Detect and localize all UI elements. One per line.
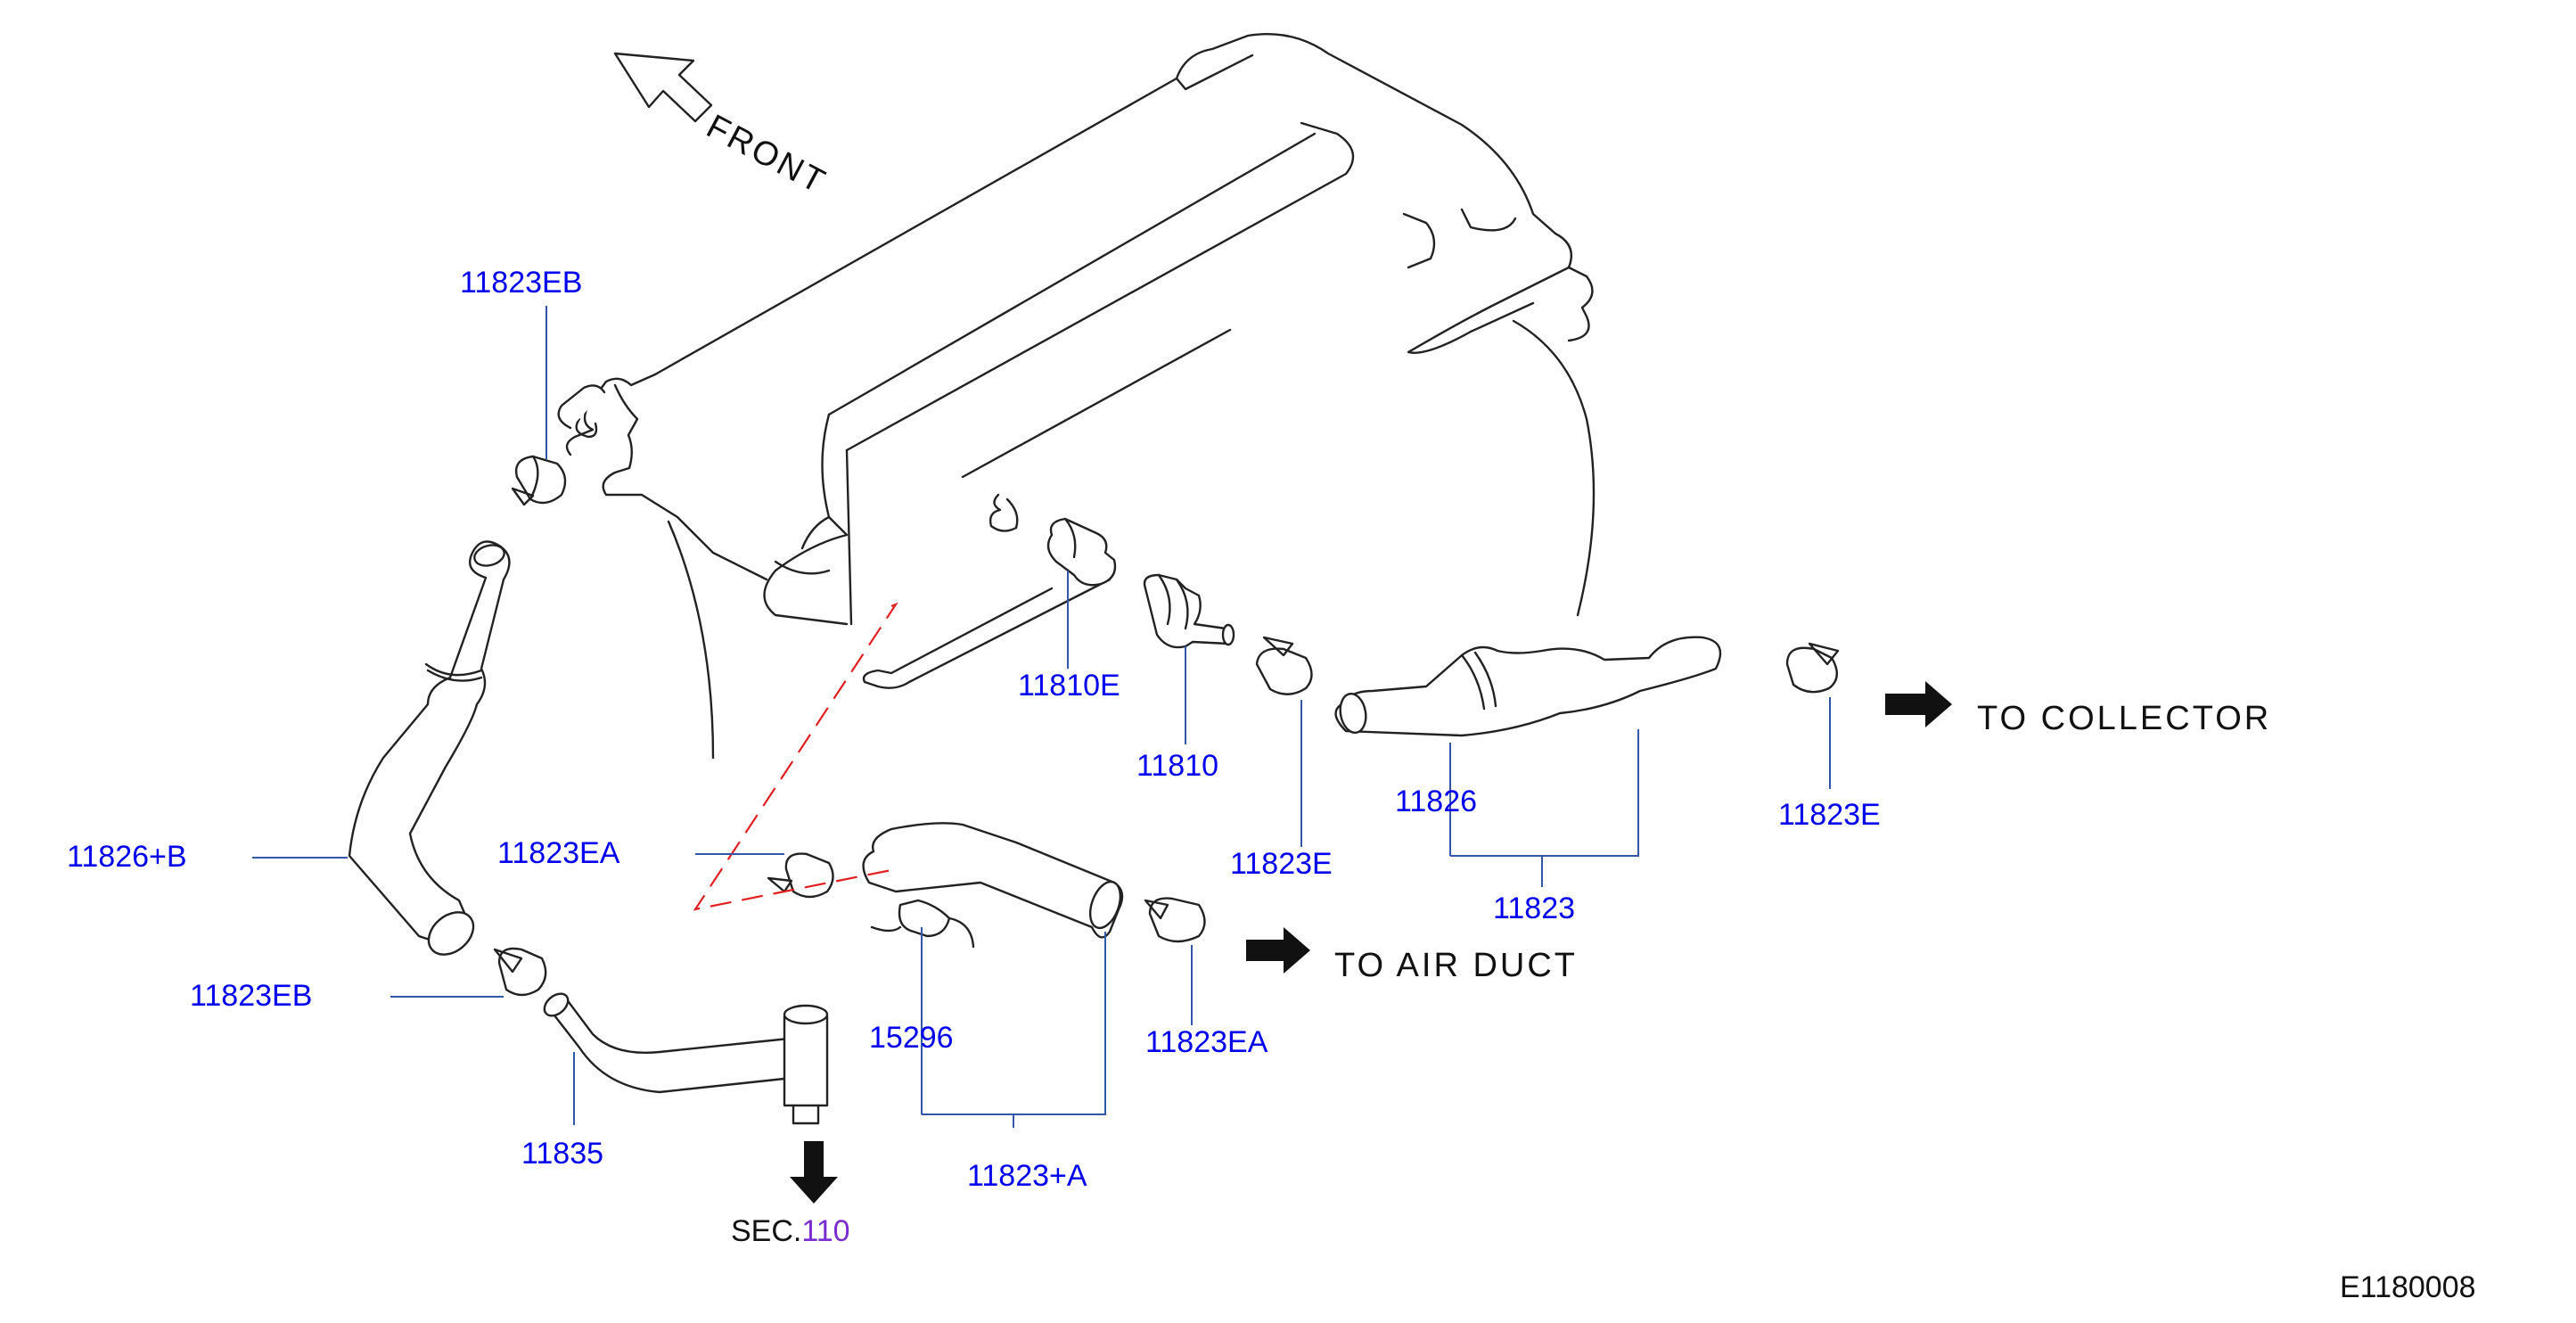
label-11835[interactable]: 11835 — [521, 1137, 603, 1171]
clamp-11823EA-left[interactable] — [767, 852, 834, 899]
hose-11826[interactable] — [1334, 636, 1722, 737]
to-collector-label: TO COLLECTOR — [1977, 700, 2271, 737]
label-11823EA-left[interactable]: 11823EA — [497, 836, 620, 870]
label-11810[interactable]: 11810 — [1136, 749, 1218, 783]
clamp-11823EB-top[interactable] — [511, 455, 567, 506]
hose-11823A[interactable] — [862, 822, 1127, 939]
clamp-11823EA-right[interactable] — [1144, 897, 1206, 943]
section-arrow-icon — [790, 1141, 838, 1204]
section-prefix: SEC. — [731, 1214, 801, 1248]
clamp-11823E-mid[interactable] — [1255, 636, 1313, 695]
label-11823EB-bottom[interactable]: 11823EB — [190, 979, 312, 1013]
clamp-11823E-right[interactable] — [1785, 642, 1840, 694]
air-duct-arrow-icon — [1246, 927, 1310, 974]
hidden-connection-line — [693, 602, 898, 911]
leader-lines — [252, 306, 1831, 1128]
pcv-valve-11810[interactable] — [1143, 573, 1235, 649]
figure-code: E1180008 — [2340, 1270, 2476, 1304]
front-label: FRONT — [701, 108, 833, 202]
label-11823E-mid[interactable]: 11823E — [1230, 847, 1333, 881]
label-11826B[interactable]: 11826+B — [67, 840, 187, 874]
clamp-11823EB-bottom[interactable] — [493, 947, 547, 997]
label-11823A[interactable]: 11823+A — [967, 1159, 1087, 1193]
collector-arrow-icon — [1885, 681, 1952, 727]
section-reference[interactable]: SEC.110 — [731, 1214, 850, 1248]
grommet-11810E[interactable] — [989, 493, 1117, 587]
label-11810E[interactable]: 11810E — [1018, 669, 1120, 703]
engine-block-outline — [557, 33, 1596, 760]
label-11826[interactable]: 11826 — [1395, 785, 1477, 818]
label-11823EB-top[interactable]: 11823EB — [460, 266, 582, 300]
label-11823EA-right[interactable]: 11823EA — [1145, 1025, 1268, 1059]
label-11823E-right[interactable]: 11823E — [1778, 798, 1881, 832]
front-direction-arrow-icon — [613, 52, 713, 123]
to-air-duct-label: TO AIR DUCT — [1334, 947, 1578, 984]
label-11823[interactable]: 11823 — [1493, 892, 1575, 925]
section-number[interactable]: 110 — [801, 1214, 849, 1248]
tube-11835[interactable] — [540, 990, 829, 1125]
hose-11826B[interactable] — [348, 540, 511, 964]
label-15296[interactable]: 15296 — [869, 1021, 954, 1055]
hose-15296[interactable] — [870, 899, 975, 949]
